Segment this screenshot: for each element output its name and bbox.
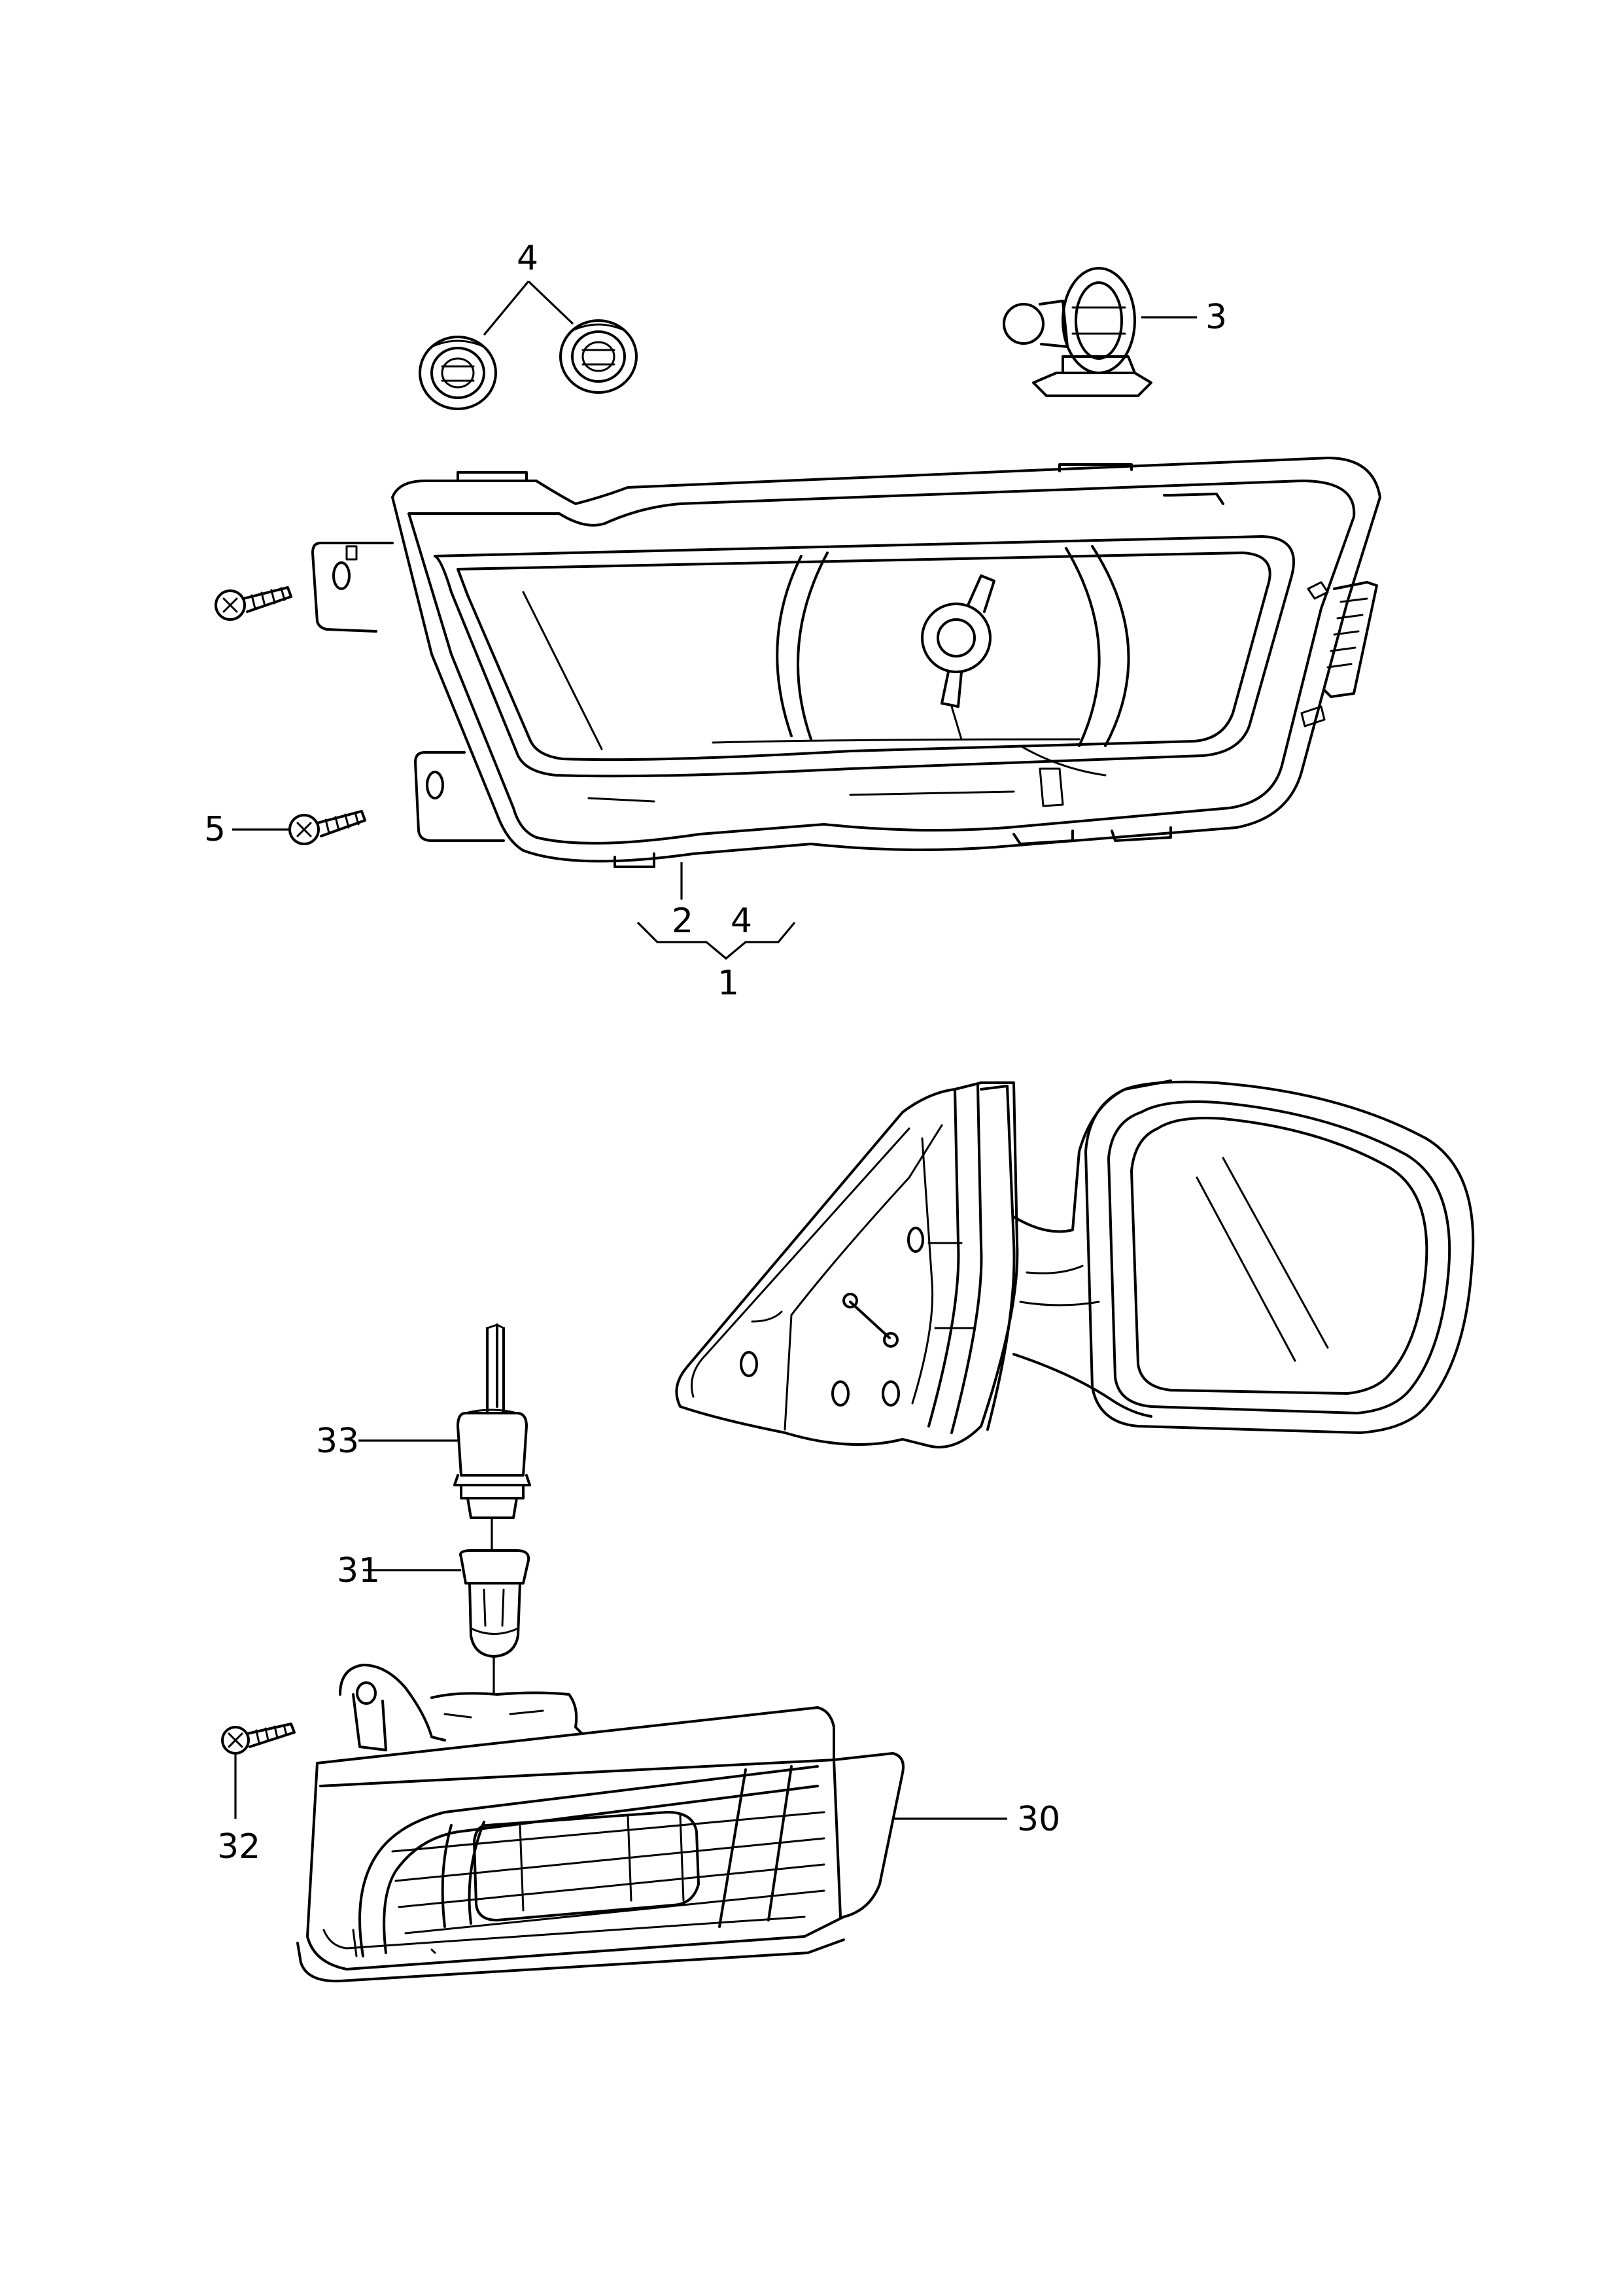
callout-32: 32	[217, 1827, 260, 1866]
side-mirror	[675, 1079, 1475, 1448]
side-marker-lamp-30	[296, 1664, 905, 1983]
screw-upper	[215, 586, 292, 621]
callout-2: 2	[672, 902, 693, 941]
bulb-31	[459, 1549, 530, 1658]
callout-4-bottom: 4	[731, 902, 752, 941]
leader-4-top	[483, 280, 574, 336]
callout-31: 31	[337, 1551, 380, 1590]
screw-5	[288, 810, 366, 845]
callout-5: 5	[204, 810, 226, 849]
connector-33	[453, 1323, 531, 1519]
callout-30: 30	[1017, 1800, 1060, 1839]
callout-4-top: 4	[517, 239, 538, 278]
bracket-1	[636, 921, 796, 960]
grommet-left	[419, 336, 497, 410]
callout-33: 33	[316, 1422, 359, 1461]
fog-lamp-housing	[311, 457, 1381, 868]
callout-1: 1	[717, 964, 739, 1003]
grommet-right	[559, 319, 638, 394]
bulb-3	[1003, 267, 1152, 397]
screw-32	[221, 1723, 296, 1755]
callout-3: 3	[1205, 298, 1227, 337]
